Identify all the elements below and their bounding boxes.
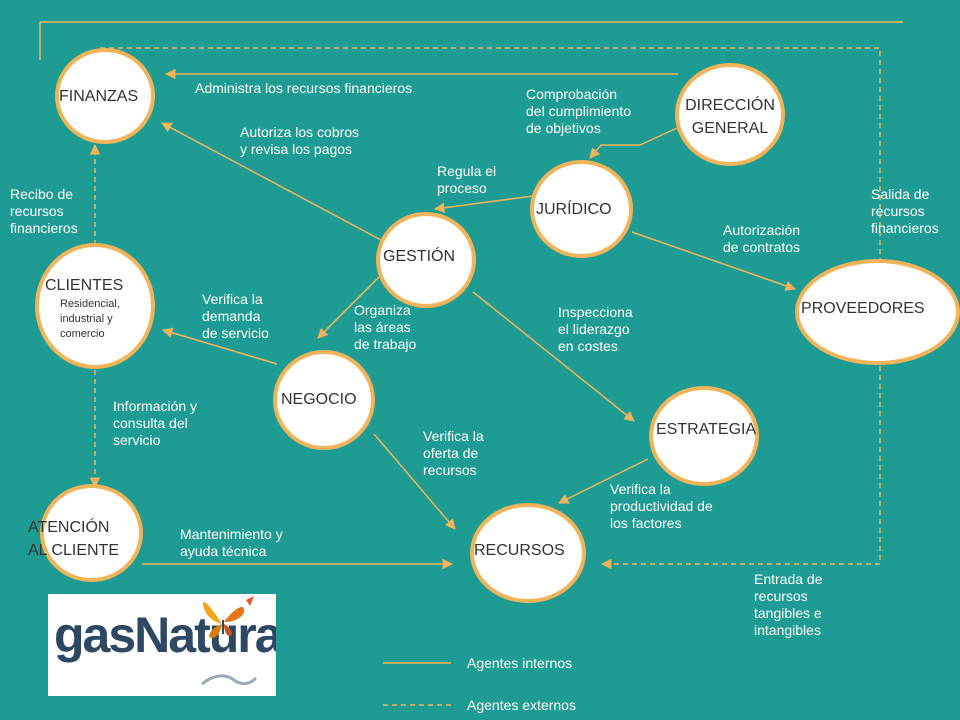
edge-label-verifica-productividad: Verifica la productividad de los factore…	[610, 481, 713, 531]
edge-negocio-recursos	[373, 433, 456, 530]
node-finanzas	[55, 48, 155, 144]
gas-natural-logo: gasNatural	[48, 594, 276, 696]
edge-label-regula: Regula el proceso	[437, 163, 497, 196]
node-label-direccion-1: DIRECCIÓN	[685, 97, 775, 114]
edge-gestion-estrategia	[472, 291, 635, 422]
node-direccion-general	[675, 63, 785, 166]
node-label-estrategia: ESTRATEGIA	[656, 421, 757, 438]
node-proveedores	[795, 259, 960, 365]
edge-label-autorizacion-contratos: Autorización de contratos	[723, 222, 801, 255]
legend-internos: Agentes internos	[467, 655, 573, 671]
edge-label-salida: Salida de recursos financieros	[871, 186, 939, 236]
legend-externos: Agentes externos	[467, 697, 576, 713]
edge-label-entrada: Entrada de recursos tangibles e intangib…	[754, 571, 823, 638]
edge-gestion-finanzas	[161, 122, 382, 241]
edge-juridico-gestion	[433, 195, 534, 213]
frame-top	[39, 21, 903, 60]
edge-label-verifica-demanda: Verifica la demanda de servicio	[202, 291, 269, 341]
butterfly-icon	[202, 596, 254, 638]
node-label-atencion-2: AL CLIENTE	[28, 542, 119, 559]
node-label-juridico: JURÍDICO	[536, 201, 612, 218]
edge-estrategia-recursos	[558, 458, 649, 504]
edge-label-administra: Administra los recursos financieros	[195, 80, 413, 96]
edge-label-inspecciona: Inspecciona el liderazgo en costes	[558, 304, 633, 354]
edge-label-mantenimiento: Mantenimiento y ayuda técnica	[180, 526, 283, 559]
node-juridico	[530, 160, 633, 258]
edge-negocio-clientes	[161, 327, 278, 365]
node-recursos	[470, 503, 586, 603]
edge-label-recibo: Recibo de recursos financieros	[10, 186, 78, 236]
edge-direccion-juridico	[589, 127, 678, 159]
node-label-atencion-1: ATENCIÓN	[28, 519, 110, 536]
edge-label-informacion: Información y consulta del servicio	[113, 398, 198, 448]
edge-label-organiza: Organiza las áreas de trabajo	[354, 302, 417, 352]
edge-salida-frame	[100, 47, 881, 260]
node-gestion	[376, 212, 476, 308]
edge-gestion-negocio	[317, 276, 380, 339]
node-clientes	[35, 243, 155, 369]
node-label-proveedores: PROVEEDORES	[801, 300, 925, 317]
node-label-gestion: GESTIÓN	[383, 248, 456, 265]
edge-label-comprobacion: Comprobación del cumplimiento de objetiv…	[526, 86, 632, 136]
node-label-recursos: RECURSOS	[474, 542, 565, 559]
node-label-direccion-2: GENERAL	[691, 120, 769, 137]
node-sublabel-clientes: Residencial, industrial y comercio	[60, 298, 120, 340]
edge-label-verifica-oferta: Verifica la oferta de recursos	[423, 428, 484, 478]
node-label-clientes: CLIENTES	[45, 277, 124, 294]
node-estrategia	[649, 386, 759, 486]
swoosh-icon	[201, 674, 258, 686]
node-label-finanzas: FINANZAS	[59, 88, 139, 105]
node-label-negocio: NEGOCIO	[281, 391, 357, 408]
edge-proveedores-recursos	[600, 366, 881, 570]
edge-juridico-proveedores	[631, 231, 796, 291]
node-atencion-cliente	[40, 484, 143, 582]
node-negocio	[273, 350, 375, 450]
edge-label-autoriza-cobros: Autoriza los cobros y revisa los pagos	[240, 124, 360, 157]
